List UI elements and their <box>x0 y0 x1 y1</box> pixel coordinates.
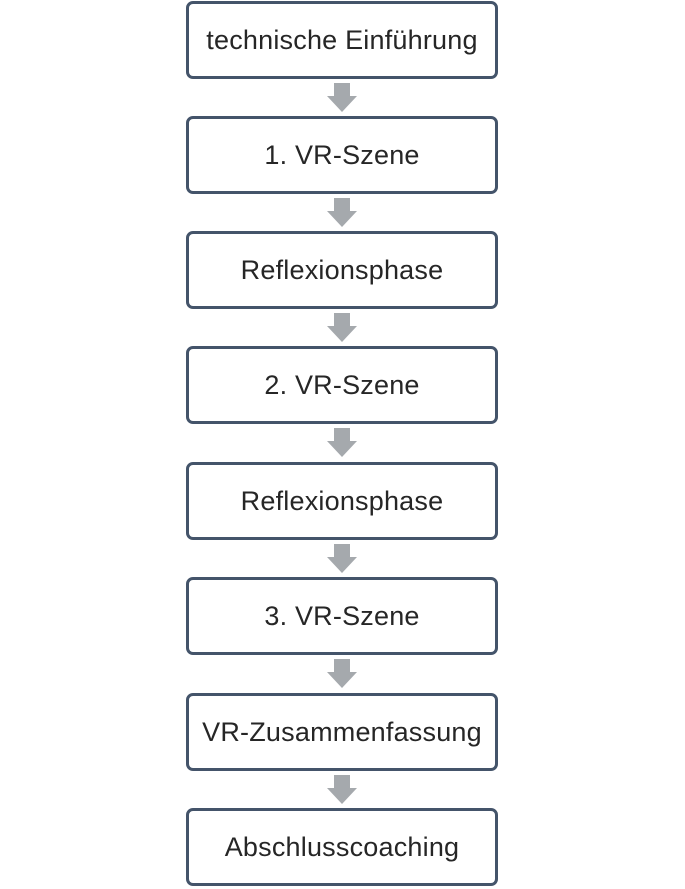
process-flowchart: technische Einführung 1. VR-Szene Reflex… <box>186 0 498 889</box>
step-reflexionsphase-2: Reflexionsphase <box>186 462 498 540</box>
step-vr-szene-3: 3. VR-Szene <box>186 577 498 655</box>
down-arrow-icon <box>327 198 357 228</box>
down-arrow-icon <box>327 544 357 574</box>
step-abschlusscoaching: Abschlusscoaching <box>186 808 498 886</box>
step-vr-zusammenfassung: VR-Zusammenfassung <box>186 693 498 771</box>
step-technische-einfuehrung: technische Einführung <box>186 1 498 79</box>
down-arrow-icon <box>327 775 357 805</box>
down-arrow-icon <box>327 659 357 689</box>
step-vr-szene-2: 2. VR-Szene <box>186 346 498 424</box>
down-arrow-icon <box>327 428 357 458</box>
step-reflexionsphase-1: Reflexionsphase <box>186 231 498 309</box>
step-vr-szene-1: 1. VR-Szene <box>186 116 498 194</box>
down-arrow-icon <box>327 313 357 343</box>
down-arrow-icon <box>327 83 357 113</box>
